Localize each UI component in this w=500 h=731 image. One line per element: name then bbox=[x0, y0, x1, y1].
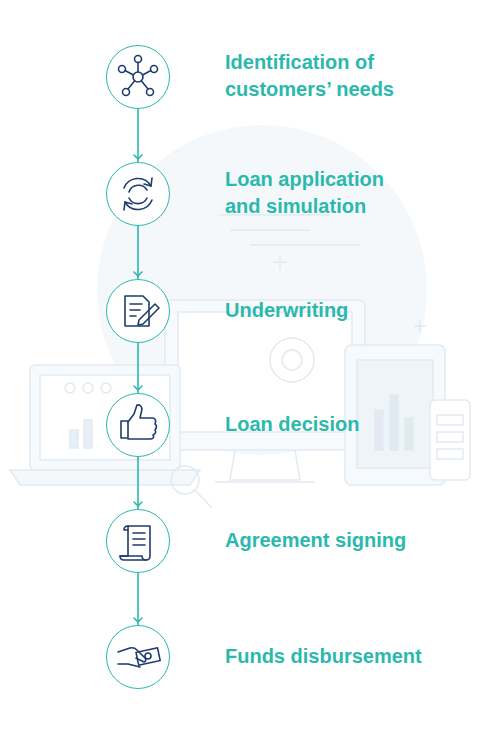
step-label: Funds disbursement bbox=[225, 643, 475, 670]
step-circle: Identification of customers’ needs bbox=[106, 45, 170, 109]
document-pen-icon bbox=[125, 296, 159, 326]
network-icon bbox=[119, 56, 158, 96]
scroll-icon bbox=[120, 526, 150, 560]
step-circle: Funds disbursement bbox=[106, 625, 170, 689]
step-circle: Loan decision bbox=[106, 393, 170, 457]
step-label: Underwriting bbox=[225, 297, 475, 324]
flow-arrow bbox=[134, 573, 142, 625]
step-label: Loan decision bbox=[225, 411, 475, 438]
flow-arrow bbox=[134, 226, 142, 279]
devices-outline bbox=[10, 215, 470, 508]
refresh-icon bbox=[124, 178, 152, 210]
step-circle: Loan application and simulation bbox=[106, 162, 170, 226]
step-circle: Underwriting bbox=[106, 279, 170, 343]
step-label: Identification of customers’ needs bbox=[225, 49, 410, 103]
step-label: Loan application and simulation bbox=[225, 166, 410, 220]
hand-money-icon bbox=[118, 648, 160, 667]
flow-arrow bbox=[134, 109, 142, 162]
flow-arrow bbox=[134, 343, 142, 393]
step-label: Agreement signing bbox=[225, 527, 475, 554]
thumbs-up-icon bbox=[121, 405, 157, 439]
flow-arrow bbox=[134, 457, 142, 509]
step-circle: Agreement signing bbox=[106, 509, 170, 573]
